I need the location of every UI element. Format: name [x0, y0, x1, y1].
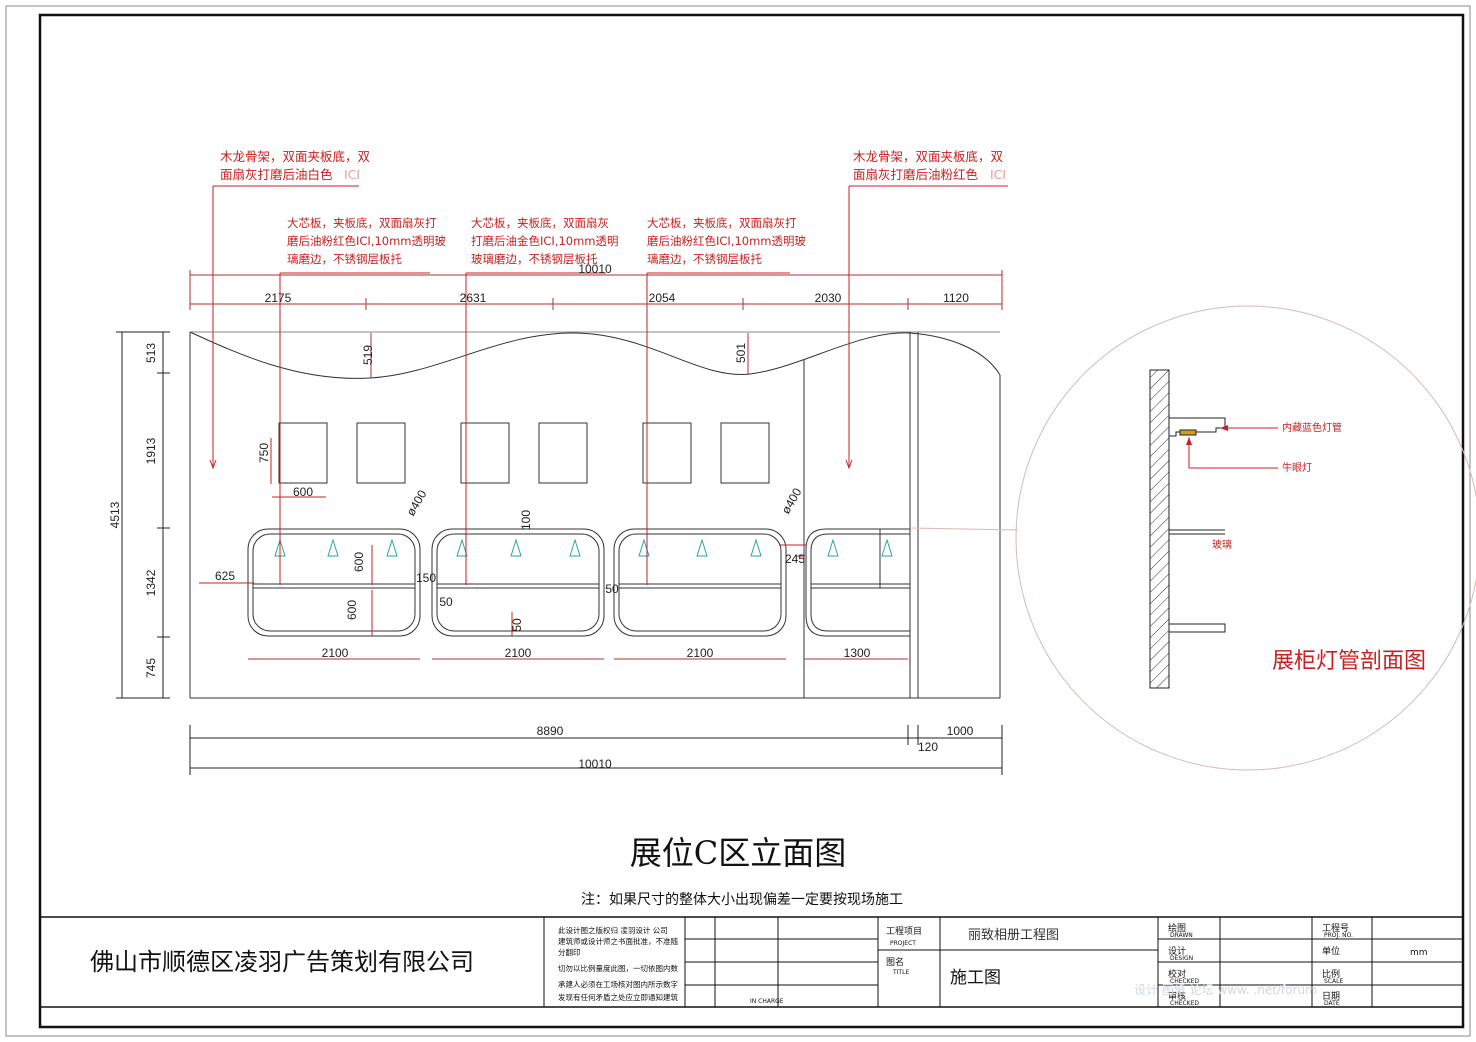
detail-callout-circle: [1015, 305, 1476, 771]
drawn-label: 绘图: [1168, 922, 1186, 934]
checked2-label-en: CHECKED: [1170, 1000, 1199, 1007]
dim-frame-height: 750: [257, 443, 271, 463]
bottom-dimensions: [189, 658, 1003, 775]
note-right-top-line1: 木龙骨架，双面夹板底，双: [853, 149, 1004, 164]
unit-value: mm: [1410, 948, 1428, 958]
copyright-line-6: 发现有任何矛盾之处应立即通知建筑: [558, 992, 678, 1002]
dim-cabinet-3: 2100: [687, 646, 714, 660]
dim-left-total: 4513: [108, 501, 122, 528]
dim-left-seg-3: 1342: [144, 569, 158, 596]
note-right-top-line2: 面扇灰打磨后油粉红色: [853, 167, 979, 182]
note-mid1-line3: 璃磨边，不锈钢层板托: [287, 252, 402, 266]
in-charge-label: IN CHARGE: [750, 998, 784, 1005]
elevation-view: [189, 331, 1001, 699]
dim-wave-501: 501: [734, 343, 748, 363]
project-label-en: PROJECT: [890, 940, 916, 947]
project-label: 工程项目: [886, 926, 922, 937]
note-mid2-line1: 大芯板，夹板底，双面扇灰: [471, 216, 609, 230]
dim-600-lower: 600: [345, 600, 359, 620]
sheet-edge: [5, 5, 1471, 1037]
dim-cabinet-1: 2100: [322, 646, 349, 660]
project-value: 丽致相册工程图: [968, 928, 1059, 943]
section-detail: [1149, 369, 1278, 689]
scale-label-en: SCALE: [1324, 978, 1343, 985]
dim-625: 625: [215, 569, 235, 583]
proj-no-label-en: PROJ. NO.: [1324, 932, 1353, 939]
dim-top-seg-1: 2175: [265, 291, 292, 305]
dim-100: 100: [519, 510, 533, 530]
scale-label: 比例: [1322, 968, 1340, 980]
dim-cabinet-2: 2100: [505, 646, 532, 660]
note-left-top-line1: 木龙骨架，双面夹板底，双: [220, 149, 371, 164]
title-value: 施工图: [950, 968, 1001, 988]
drawing-frame: [38, 13, 1465, 1029]
left-dimensions: [116, 331, 170, 699]
note-mid2-line3: 玻璃磨边，不锈钢层板托: [471, 252, 598, 266]
dim-dia-left: ø400: [404, 487, 430, 518]
label-spotlight: 牛眼灯: [1282, 461, 1312, 474]
checked-label-en: CHECKED: [1170, 978, 1199, 985]
dim-left-seg-1: 513: [144, 343, 158, 363]
date-label-en: DATE: [1324, 1000, 1340, 1007]
dim-50-a: 50: [439, 595, 453, 609]
section-title: 展柜灯管剖面图: [1272, 649, 1426, 674]
note-left-top-line2: 面扇灰打磨后油白色: [220, 167, 333, 182]
unit-label: 单位: [1322, 945, 1340, 957]
dim-top-seg-2: 2631: [460, 291, 487, 305]
dim-50-c: 50: [510, 618, 524, 632]
dim-bottom-1000: 1000: [947, 724, 974, 738]
note-mid3-line2: 磨后油粉红色ICI,10mm透明玻: [647, 234, 807, 248]
note-mid1-line2: 磨后油粉红色ICI,10mm透明玻: [287, 234, 447, 248]
dim-top-seg-3: 2054: [649, 291, 676, 305]
remark-note: 注：如果尺寸的整体大小出现偏差一定要按现场施工: [581, 892, 903, 908]
label-hidden-tube: 内藏蓝色灯管: [1282, 421, 1342, 434]
dim-150: 150: [416, 571, 436, 585]
copyright-line-5: 承建人必须在工场核对图内所示数字: [558, 979, 678, 989]
watermark: 设计 图纸 论坛 www. .net/forum: [1134, 983, 1317, 997]
title-label-en: TITLE: [892, 969, 909, 976]
label-glass: 玻璃: [1212, 538, 1232, 551]
dim-bottom-120: 120: [918, 740, 938, 754]
dim-frame-width: 600: [293, 485, 313, 499]
note-left-top-tag: ICI: [344, 167, 360, 182]
title-block: [40, 916, 1463, 1008]
copyright-line-3: 分翻印: [558, 948, 581, 957]
dim-top-total: 10010: [578, 262, 612, 276]
callout-link-line: [909, 527, 1019, 531]
note-mid2-line2: 打磨后油金色ICI,10mm透明: [471, 234, 619, 248]
dim-wave-519: 519: [361, 345, 375, 365]
note-mid1-line1: 大芯板，夹板底，双面扇灰打: [287, 216, 437, 230]
dim-600-upper: 600: [352, 552, 366, 572]
dim-dia-right: ø400: [779, 485, 805, 516]
dim-top-seg-5: 1120: [943, 291, 969, 305]
page-title: 展位C区立面图: [630, 834, 847, 872]
copyright-line-1: 此设计图之版权归 凌羽设计 公司: [558, 925, 668, 935]
top-dimensions: [189, 270, 1003, 378]
note-mid3-line1: 大芯板，夹板底，双面扇灰打: [647, 216, 797, 230]
copyright-line-2: 建筑师或设计师之书面批准，不准随: [558, 936, 678, 946]
dim-50-b: 50: [605, 582, 619, 596]
leader-lines: [199, 185, 1008, 636]
checked-label: 校对: [1168, 968, 1186, 980]
title-label: 图名: [886, 956, 904, 968]
company-name: 佛山市顺德区凌羽广告策划有限公司: [90, 948, 474, 976]
dim-bottom-total: 10010: [578, 757, 612, 771]
proj-no-label: 工程号: [1322, 923, 1349, 934]
copyright-line-4: 切勿以比例量度此图，一切依图内数: [558, 963, 678, 973]
drawn-label-en: DRAWN: [1170, 932, 1193, 939]
dim-top-seg-4: 2030: [815, 291, 842, 305]
note-right-top-tag: ICI: [990, 167, 1006, 182]
checked2-label: 审核: [1168, 990, 1186, 1002]
dim-cabinet-4: 1300: [844, 646, 871, 660]
dim-left-seg-4: 745: [144, 658, 158, 678]
design-label-en: DESIGN: [1170, 955, 1193, 962]
dim-left-seg-2: 1913: [144, 437, 158, 464]
date-label: 日期: [1322, 991, 1340, 1002]
dim-245: 245: [785, 552, 805, 566]
note-mid3-line3: 璃磨边，不锈钢层板托: [647, 252, 762, 266]
design-label: 设计: [1168, 945, 1186, 957]
dim-bottom-8890: 8890: [537, 724, 564, 738]
